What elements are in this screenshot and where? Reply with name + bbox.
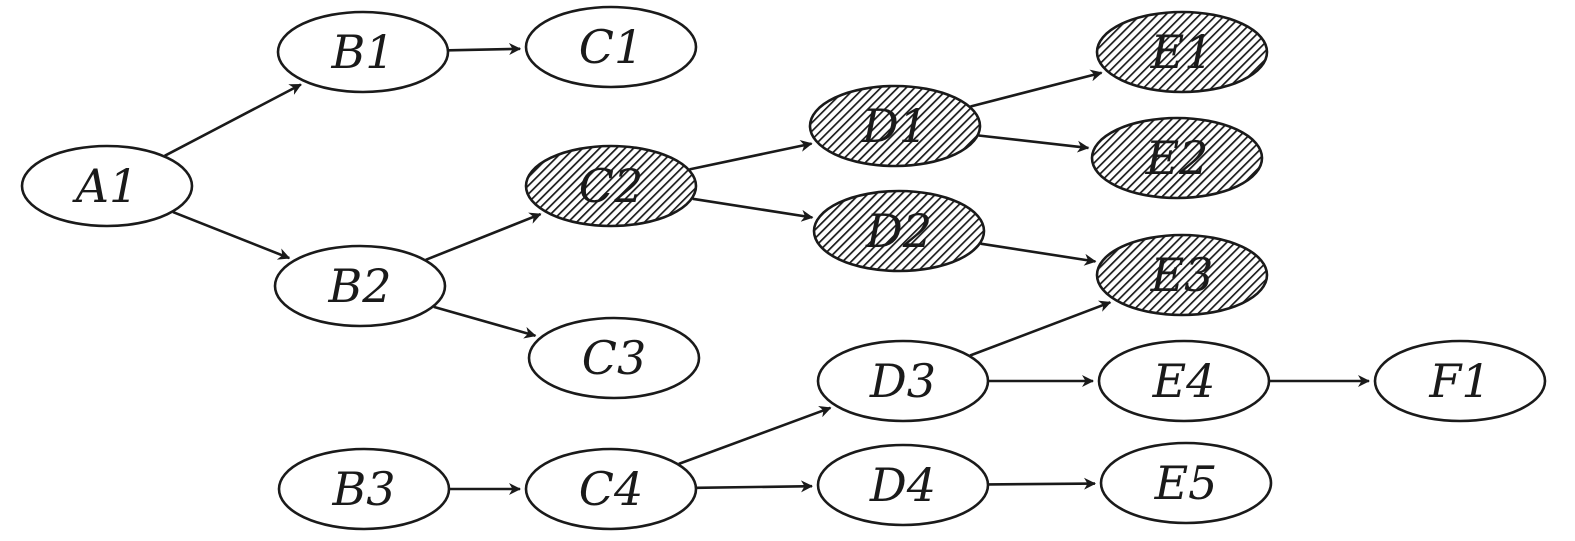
- edge-d3-to-e3: [969, 300, 1112, 357]
- node-ellipse: [20, 144, 194, 228]
- node-label: A1: [72, 159, 139, 213]
- node-label: C2: [579, 159, 643, 213]
- node-ellipse: [1097, 339, 1271, 423]
- node-ellipse: [816, 443, 990, 527]
- node-ellipse: [816, 339, 990, 423]
- node-ellipse: [524, 5, 698, 89]
- node-label: E1: [1150, 25, 1214, 79]
- node-c3: C3: [527, 316, 701, 400]
- node-ellipse: [1373, 339, 1547, 423]
- node-ellipse: [1099, 441, 1273, 525]
- node-label: B2: [327, 259, 391, 313]
- node-label: E2: [1145, 131, 1209, 185]
- node-d4: D4: [816, 443, 990, 527]
- edge-c4-to-d3: [678, 405, 832, 466]
- node-a1: A1: [20, 144, 194, 228]
- node-label: B1: [330, 25, 394, 79]
- node-ellipse: [1095, 10, 1269, 94]
- node-label: C4: [579, 462, 643, 516]
- edge-b2-to-c3: [433, 305, 537, 339]
- node-f1: F1: [1373, 339, 1547, 423]
- node-d3: D3: [816, 339, 990, 423]
- node-c1: C1: [524, 5, 698, 89]
- node-label: D4: [869, 458, 936, 512]
- node-ellipse: [524, 144, 698, 228]
- node-b1: B1: [276, 10, 450, 94]
- node-ellipse: [1095, 233, 1269, 317]
- node-ellipse: [527, 316, 701, 400]
- node-ellipse: [277, 447, 451, 531]
- edge-a1-to-b1: [164, 83, 302, 157]
- edge-d4-to-e5: [988, 477, 1096, 490]
- edge-b2-to-c2: [425, 212, 542, 262]
- node-e2: E2: [1090, 116, 1264, 200]
- node-c4: C4: [524, 447, 698, 531]
- node-label: D1: [861, 99, 928, 153]
- node-b3: B3: [277, 447, 451, 531]
- node-label: B3: [331, 462, 395, 516]
- node-ellipse: [276, 10, 450, 94]
- node-d1: D1: [808, 84, 982, 168]
- edge-c2-to-d2: [692, 197, 814, 222]
- node-ellipse: [812, 189, 986, 273]
- node-label: C1: [579, 20, 643, 74]
- edge-d1-to-e1: [970, 69, 1103, 108]
- node-e5: E5: [1099, 441, 1273, 525]
- node-ellipse: [1090, 116, 1264, 200]
- node-c2: C2: [524, 144, 698, 228]
- node-label: F1: [1428, 354, 1490, 408]
- node-e4: E4: [1097, 339, 1271, 423]
- node-label: D2: [865, 204, 932, 258]
- node-ellipse: [808, 84, 982, 168]
- node-d2: D2: [812, 189, 986, 273]
- node-label: E3: [1150, 248, 1214, 302]
- node-label: C3: [582, 331, 646, 385]
- node-ellipse: [524, 447, 698, 531]
- edge-a1-to-b2: [172, 210, 291, 260]
- edges-layer: [164, 43, 1370, 495]
- node-ellipse: [273, 244, 447, 328]
- edge-c2-to-d1: [689, 140, 813, 171]
- node-label: E4: [1152, 354, 1216, 408]
- edge-b1-to-c1: [448, 43, 522, 56]
- node-b2: B2: [273, 244, 447, 328]
- node-e1: E1: [1095, 10, 1269, 94]
- node-label: D3: [869, 354, 936, 408]
- node-e3: E3: [1095, 233, 1269, 317]
- node-label: E5: [1154, 456, 1218, 510]
- edge-c4-to-d4: [696, 480, 813, 493]
- edge-d2-to-e3: [980, 242, 1097, 266]
- edge-d1-to-e2: [978, 134, 1090, 153]
